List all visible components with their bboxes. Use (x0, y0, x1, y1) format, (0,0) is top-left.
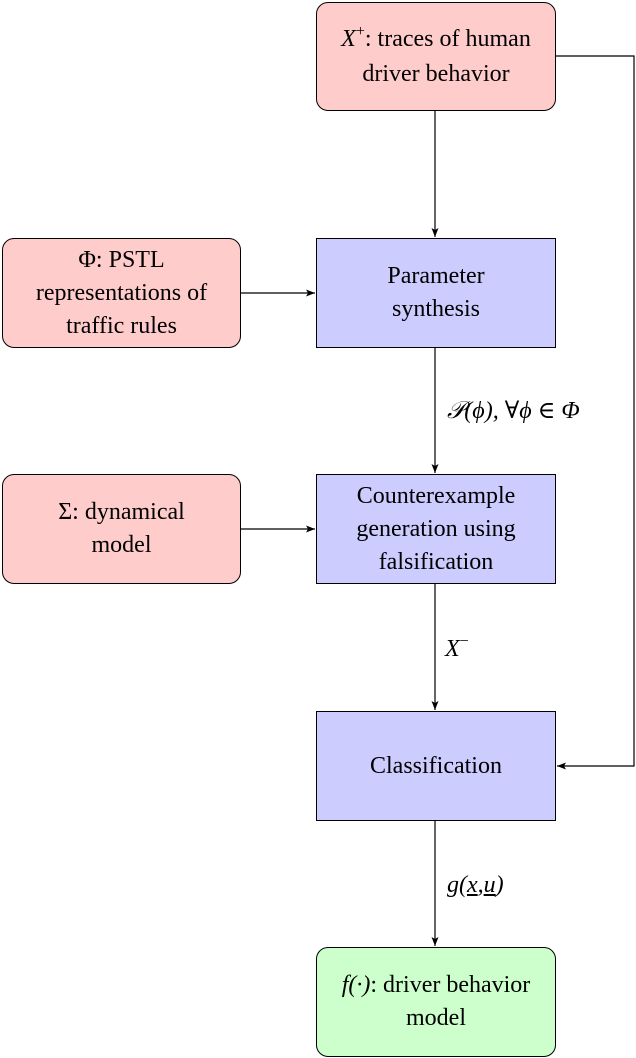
parameter-synthesis-box: Parameter synthesis (316, 238, 556, 348)
counterexample-superscript: − (459, 633, 469, 650)
traces-symbol: X (341, 25, 356, 52)
edge-label-counterexamples: X− (445, 633, 469, 667)
traces-box: X+: traces of human driver behavior (316, 2, 556, 111)
classifier-prefix: g( (447, 872, 467, 898)
pstl-symbol: Φ (78, 246, 96, 273)
dynamical-model-box: Σ: dynamical model (2, 474, 241, 584)
pstl-box: Φ: PSTL representations of traffic rules (2, 238, 241, 348)
counterexample-symbol: X (445, 636, 460, 662)
classification-label: Classification (370, 752, 502, 779)
driver-behavior-model-box: f(·): driver behavior model (316, 947, 556, 1057)
traces-label: : traces of human driver behavior (362, 25, 531, 87)
classifier-separator: , (477, 872, 484, 898)
counterexample-label: Counterexample generation using falsific… (356, 482, 516, 575)
model-symbol: f(·) (341, 972, 371, 998)
edge-label-parameter-set: 𝒫(ϕ), ∀ϕ ∈ Φ (447, 398, 580, 424)
edge-label-classifier: g(x,u) (447, 870, 504, 900)
classifier-input: u (483, 872, 496, 898)
traces-superscript: + (355, 22, 365, 40)
sigma-symbol: Σ (58, 499, 73, 525)
driver-behavior-model-label: : driver behavior model (370, 972, 531, 1031)
pstl-label: : PSTL representations of traffic rules (35, 246, 208, 339)
classifier-suffix: ) (495, 872, 504, 898)
edge-traces-to-class (556, 55, 635, 770)
dynamical-model-label: : dynamical model (72, 499, 185, 558)
parameter-synthesis-label: Parameter synthesis (387, 263, 485, 322)
counterexample-box: Counterexample generation using falsific… (316, 474, 556, 584)
classification-box: Classification (316, 711, 556, 821)
classifier-state: x (467, 872, 478, 898)
